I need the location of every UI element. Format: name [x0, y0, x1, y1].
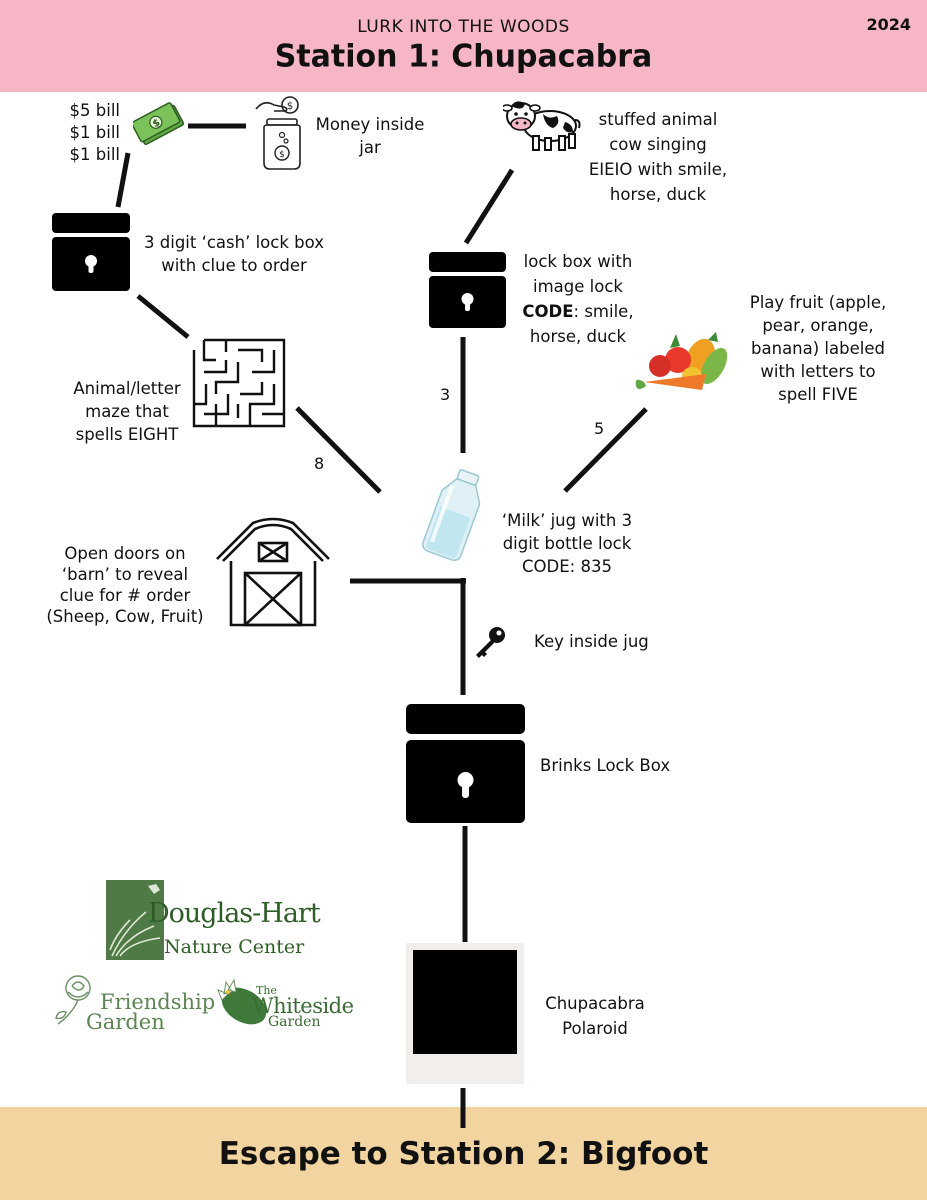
key-label: Key inside jug [534, 632, 649, 651]
whiteside-garden-word: Garden [268, 1014, 321, 1030]
cow-icon [503, 101, 581, 151]
edge-label-5: 5 [594, 419, 605, 438]
money-jar-icon: $ $ [255, 96, 301, 170]
cow-label: stuffed animal cow singing EIEIO with sm… [588, 110, 728, 204]
friendship-garden-logo: Friendship Garden [54, 972, 216, 1034]
money-bills-icon: $ [133, 102, 185, 145]
footer-title: Escape to Station 2: Bigfoot [218, 1136, 709, 1172]
svg-text:$: $ [287, 101, 293, 112]
page-title: Station 1: Chupacabra [274, 38, 653, 75]
edge-maze-jug [295, 406, 382, 494]
image-lockbox-label: lock box with image lock CODE: smile, ho… [522, 252, 634, 346]
edge-cashbox-bills [115, 152, 131, 208]
money-jar-label: Money inside jar [315, 115, 425, 157]
edge-label-3: 3 [440, 385, 451, 404]
fruit-icon [635, 332, 728, 390]
cash-lockbox-label: 3 digit ‘cash’ lock box with clue to ord… [144, 233, 324, 275]
rose-icon [55, 975, 91, 1025]
edge-label-8: 8 [314, 454, 325, 473]
image-lockbox-icon [429, 252, 506, 328]
whiteside-name: Whiteside [252, 994, 354, 1018]
douglas-hart-logo: Douglas-Hart Nature Center [106, 880, 321, 960]
barn-icon [216, 517, 330, 627]
barn-label: Open doors on ‘barn’ to reveal clue for … [46, 544, 204, 626]
friendship-name: Friendship [100, 990, 216, 1014]
friendship-garden-word: Garden [86, 1010, 165, 1034]
edge-cow-lockbox [463, 168, 515, 245]
whiteside-garden-logo: The Whiteside Garden [212, 972, 354, 1032]
milk-jug-label: ‘Milk’ jug with 3 digit bottle lock CODE… [501, 511, 633, 576]
header-subtitle: LURK INTO THE WOODS [357, 17, 570, 37]
whiteside-the: The [256, 984, 277, 997]
code-keyword: CODE [522, 302, 574, 321]
svg-text:$: $ [151, 117, 162, 130]
brinks-label: Brinks Lock Box [540, 756, 671, 775]
grass-icon [109, 884, 161, 957]
fruit-label: Play fruit (apple, pear, orange, banana)… [749, 293, 887, 404]
polaroid-label: Chupacabra Polaroid [545, 994, 645, 1038]
polaroid-photo [413, 950, 517, 1054]
leaf-flower-icon [217, 978, 267, 1025]
milk-jug-icon [422, 469, 481, 562]
svg-text:$: $ [279, 150, 285, 160]
edge-cashbox-maze [136, 294, 190, 339]
cash-lockbox-icon [52, 213, 130, 291]
douglas-hart-subtitle: Nature Center [164, 936, 305, 958]
key-icon [476, 627, 505, 658]
bills-label: $5 bill $1 bill $1 bill [69, 101, 120, 164]
maze-icon [192, 338, 286, 428]
maze-label: Animal/letter maze that spells EIGHT [73, 379, 181, 444]
douglas-hart-name: Douglas-Hart [148, 898, 321, 929]
edge-fruit-jug [563, 407, 648, 493]
year-label: 2024 [866, 15, 911, 34]
brinks-lockbox-icon [406, 704, 525, 823]
polaroid-frame [406, 943, 524, 1084]
header-banner [0, 0, 927, 92]
